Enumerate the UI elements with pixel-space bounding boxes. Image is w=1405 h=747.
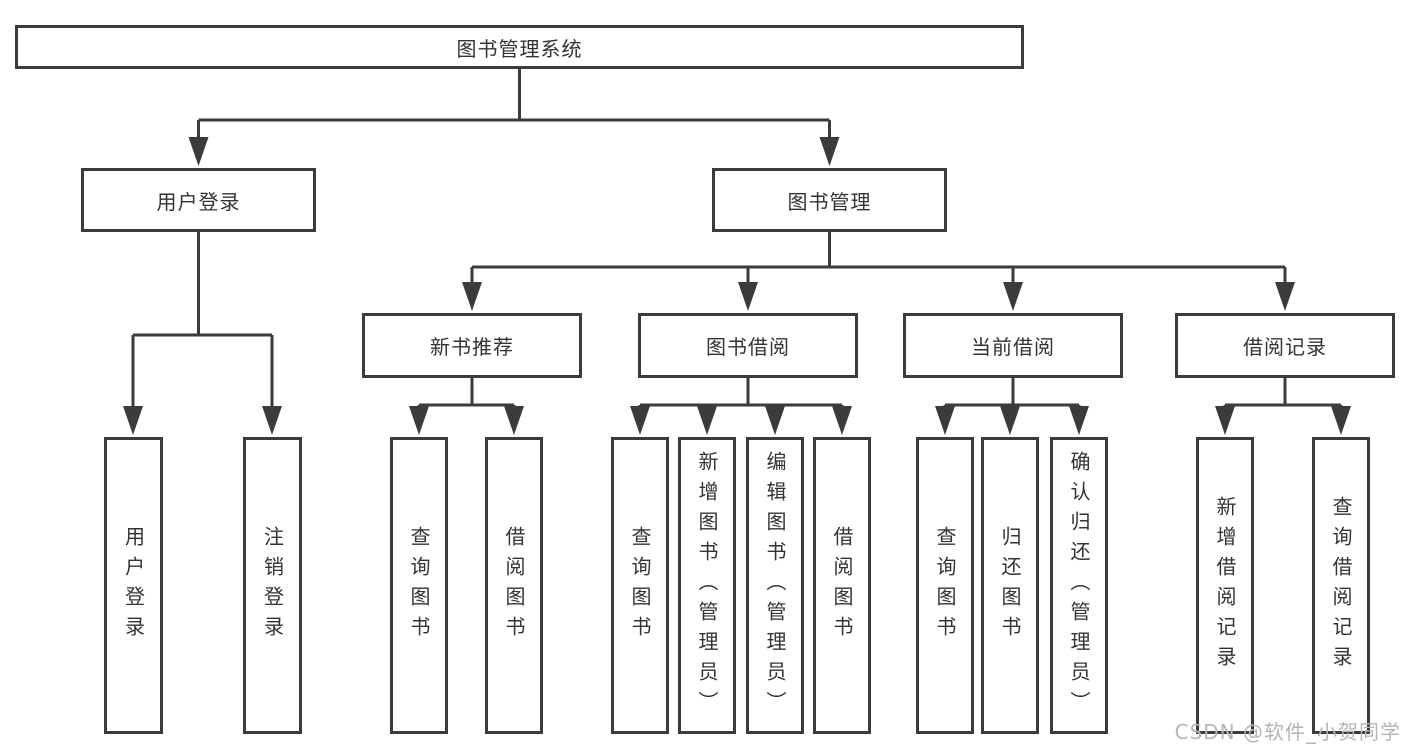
node-label: 借阅记录 [1243,335,1327,359]
node-book-borrowing: 图书借阅 [638,313,858,378]
leaf-return-books: 归还图书 [981,437,1039,734]
leaf-add-books-admin: 新增图书（管理员） [678,437,736,734]
node-label: 图书管理 [787,189,872,214]
node-label: 图书借阅 [706,335,790,359]
node-label: 确认归还（管理员） [1067,450,1091,721]
leaf-logout: 注销登录 [243,437,302,734]
connector-book-management-to-children [462,232,1295,311]
node-label: 新书推荐 [430,335,514,359]
leaf-query-borrow-record: 查询借阅记录 [1312,437,1370,734]
leaf-query-books-current: 查询图书 [916,437,974,734]
node-label: 用户登录 [121,525,146,646]
connector-book-borrowing-to-children [630,378,852,435]
node-label: 查询图书 [407,525,431,646]
node-root-system: 图书管理系统 [15,25,1024,69]
node-label: 注销登录 [260,525,285,646]
node-borrowing-records: 借阅记录 [1175,313,1395,378]
node-user-login: 用户登录 [81,168,316,232]
leaf-edit-books-admin: 编辑图书（管理员） [746,437,804,734]
node-new-book-recommendation: 新书推荐 [362,313,582,378]
node-label: 新增借阅记录 [1213,495,1237,676]
node-label: 编辑图书（管理员） [763,450,787,721]
leaf-user-login: 用户登录 [104,437,163,734]
leaf-borrow-books-recommend: 借阅图书 [485,437,543,734]
leaf-add-borrow-record: 新增借阅记录 [1196,437,1254,734]
node-label: 图书管理系统 [456,36,583,61]
node-label: 查询借阅记录 [1329,495,1353,676]
node-label: 归还图书 [998,525,1022,646]
connector-root-to-children [188,69,840,166]
connector-user-login-to-children [123,232,282,435]
leaf-query-books-borrowing: 查询图书 [611,437,669,734]
connector-new-book-to-children [409,378,524,435]
node-label: 当前借阅 [971,335,1055,359]
connector-borrowing-records-to-children [1215,378,1351,435]
leaf-confirm-return-admin: 确认归还（管理员） [1050,437,1108,734]
node-current-borrowing: 当前借阅 [903,313,1123,378]
leaf-query-books-recommend: 查询图书 [390,437,448,734]
connector-current-borrowing-to-children [935,378,1089,435]
node-label: 查询图书 [628,525,652,646]
leaf-borrow-books-borrowing: 借阅图书 [813,437,871,734]
node-label: 借阅图书 [502,525,526,646]
watermark-text: CSDN @软件_小贺同学 [1174,720,1401,744]
node-book-management: 图书管理 [712,168,947,232]
node-label: 新增图书（管理员） [695,450,719,721]
node-label: 用户登录 [156,189,241,214]
node-label: 查询图书 [933,525,957,646]
node-label: 借阅图书 [830,525,854,646]
